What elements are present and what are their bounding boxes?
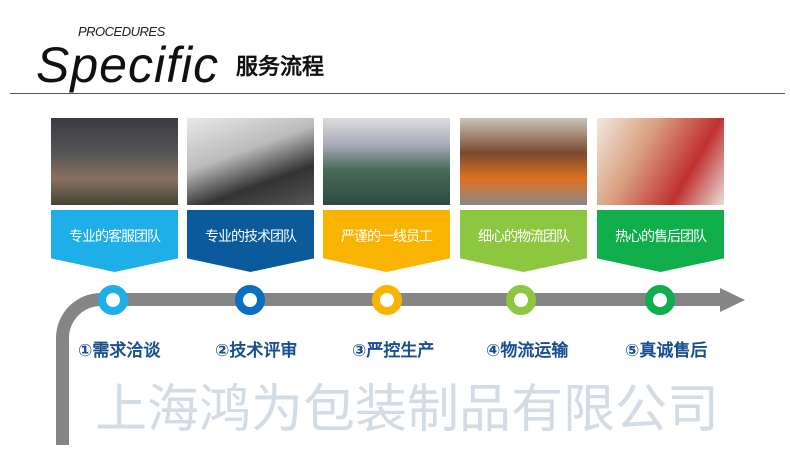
team-banner: 热心的售后团队 [597,210,724,272]
timeline-node-icon [372,285,402,315]
step-label: ①需求洽谈 [78,341,161,361]
customer-service-team-photo [51,118,178,205]
step-label: ②技术评审 [215,341,298,361]
after-sales-team-photo [597,118,724,205]
step-label: ⑤真诚售后 [625,341,708,361]
team-banner-label: 专业的技术团队 [205,229,297,245]
logistics-team-photo [460,118,587,205]
team-banner: 专业的客服团队 [51,210,178,272]
header-title-cn: 服务流程 [236,55,325,80]
timeline-arrow-icon [720,288,745,312]
step-label: ③严控生产 [352,341,435,361]
team-banner: 专业的技术团队 [187,210,314,272]
team-banner-label: 细心的物流团队 [478,229,570,245]
factory-workers-photo [323,118,450,205]
timeline-track [100,293,725,306]
header-subtitle: PROCEDURES [78,24,165,39]
team-banner-label: 严谨的一线员工 [341,229,433,245]
header-divider [10,93,785,94]
timeline-node-icon [98,285,128,315]
team-banner-label: 热心的售后团队 [615,229,707,245]
team-banner: 严谨的一线员工 [323,210,450,272]
timeline-node-icon [506,285,536,315]
timeline-node-icon [235,285,265,315]
team-banner: 细心的物流团队 [460,210,587,272]
step-label: ④物流运输 [486,341,569,361]
team-banner-label: 专业的客服团队 [69,229,161,245]
technical-team-photo [187,118,314,205]
watermark: 上海鸿为包装制品有限公司 [95,380,720,440]
header-title: Specific [36,37,220,93]
timeline-vertical [56,370,69,445]
timeline-node-icon [645,285,675,315]
